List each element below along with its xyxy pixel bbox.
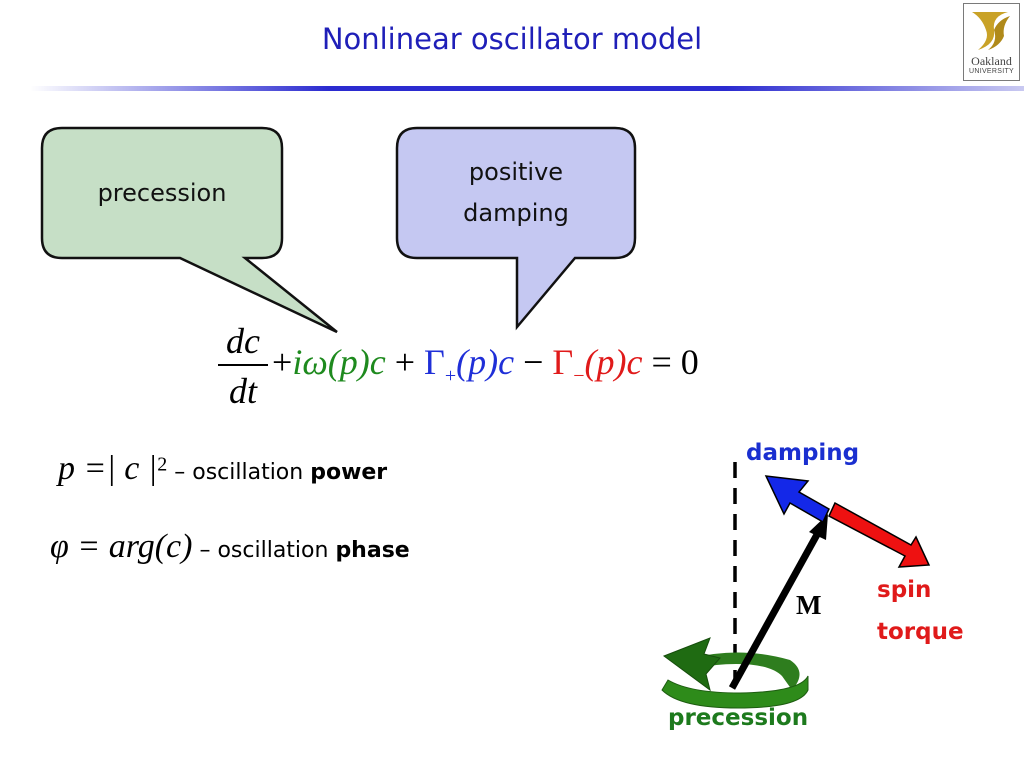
power-keyword: power (310, 460, 388, 485)
gamma-plus: Γ (424, 342, 445, 382)
precession-callout-text: precession (97, 179, 227, 207)
gamma-minus-subscript: − (573, 365, 585, 388)
torque-term: (p)c (584, 342, 643, 382)
equation-body: +iω(p)c + Γ+(p)c − Γ−(p)c = 0 (272, 341, 699, 388)
plus-sign-1: + (272, 342, 293, 382)
title-divider (30, 86, 1024, 91)
phase-keyword: phase (335, 538, 410, 563)
equation-fraction: dc dt (218, 320, 268, 412)
power-formula: p =| c | (58, 450, 158, 487)
fraction-numerator: dc (226, 321, 260, 361)
power-description: – oscillation (174, 460, 311, 485)
precession-ribbon-back (693, 652, 800, 690)
damping-label: damping (746, 440, 860, 466)
precession-ribbon-front (661, 675, 809, 709)
fraction-denominator: dt (228, 371, 257, 411)
phase-definition: φ = arg(c) – oscillation phase (50, 528, 410, 566)
slide-title: Nonlinear oscillator model (321, 22, 703, 56)
phase-description: – oscillation (199, 538, 336, 563)
logo-text-university: UNIVERSITY (968, 68, 1014, 75)
damping-term: (p)c (456, 342, 515, 382)
gamma-plus-subscript: + (444, 365, 457, 388)
m-vector-label: M (796, 590, 822, 620)
power-definition: p =| c |2 – oscillation power (58, 450, 387, 488)
precession-arrowhead (662, 637, 721, 692)
fraction-bar (218, 364, 268, 366)
precession-term: iω(p)c (292, 342, 386, 382)
gamma-minus: Γ (552, 342, 574, 382)
oakland-university-logo: Oakland UNIVERSITY (963, 3, 1020, 81)
m-vector-shaft (728, 529, 823, 690)
phase-formula: φ = arg(c) (50, 528, 193, 565)
equals-zero: = 0 (651, 342, 699, 382)
positive-damping-line2: damping (463, 199, 569, 227)
positive-damping-callout (395, 126, 637, 331)
plus-sign-2: + (394, 342, 415, 382)
precession-label: precession (668, 705, 809, 731)
spin-label: spin (877, 577, 932, 603)
power-exponent: 2 (157, 453, 168, 476)
positive-damping-line1: positive (468, 158, 564, 186)
logo-text-oakland: Oakland (971, 54, 1012, 68)
minus-sign: − (523, 342, 544, 382)
precession-callout (40, 126, 338, 334)
damping-arrow (764, 475, 830, 524)
logo-emblem-icon (972, 12, 1010, 50)
torque-label: torque (877, 619, 964, 645)
spin-torque-arrow (828, 501, 931, 568)
